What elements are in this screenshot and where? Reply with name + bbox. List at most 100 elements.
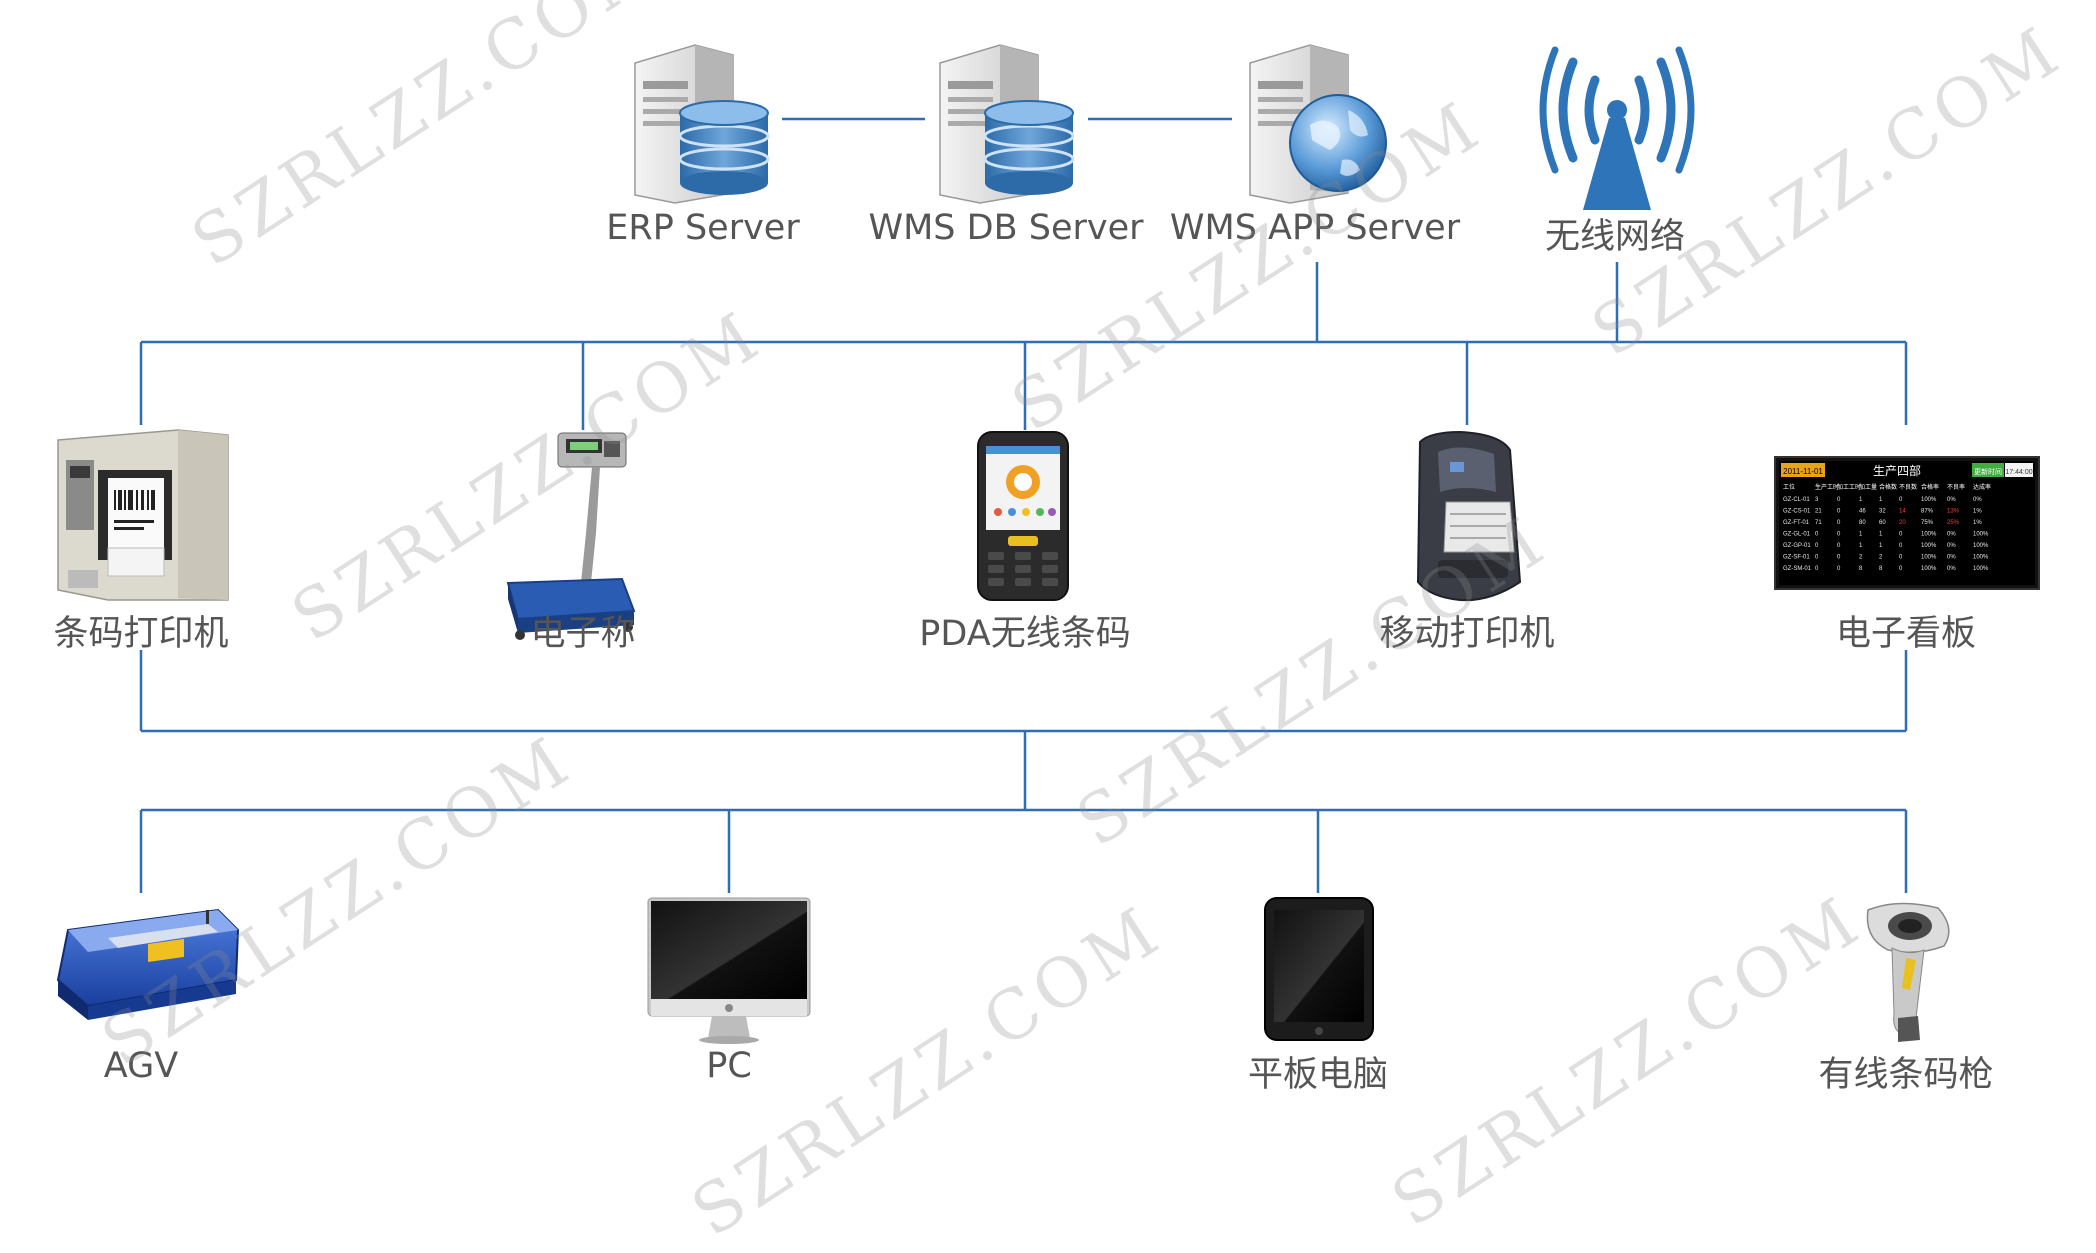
kanban-cell: 100% <box>1921 543 1937 549</box>
agv-label: AGV <box>103 1046 179 1086</box>
kanban-cell: 8 <box>1879 566 1883 572</box>
kanban-cell: 20 <box>1899 520 1906 526</box>
kanban-cell: 1 <box>1879 497 1883 503</box>
electronic-board-label: 电子看板 <box>1835 614 1977 654</box>
wireless-network-label: 无线网络 <box>1544 217 1686 257</box>
kanban-time: 17:44:00 <box>2005 469 2032 476</box>
kanban-cell: 0 <box>1899 555 1903 561</box>
agv-robot-icon <box>56 908 240 1020</box>
kanban-cell: 0 <box>1899 543 1903 549</box>
wms-app-server-icon <box>1249 44 1387 204</box>
kanban-cell: 0 <box>1815 566 1819 572</box>
kanban-cell: 1% <box>1973 520 1982 526</box>
kanban-cell: GZ-SF-01 <box>1783 555 1810 561</box>
kanban-cell: 0 <box>1899 532 1903 538</box>
kanban-cell: 1% <box>1973 509 1982 515</box>
kanban-cell: 8 <box>1859 566 1863 572</box>
kanban-header-cell: 加工量 <box>1859 483 1877 491</box>
kanban-cell: 100% <box>1973 532 1989 538</box>
kanban-header-cell: 合格率 <box>1921 483 1939 491</box>
barcode-printer-label: 条码打印机 <box>53 614 229 654</box>
kanban-header-cell: 工位 <box>1783 483 1795 491</box>
kanban-cell: 100% <box>1921 532 1937 538</box>
kanban-cell: 1 <box>1859 543 1863 549</box>
kanban-cell: 3 <box>1815 497 1819 503</box>
kanban-header-cell: 不良数 <box>1899 483 1917 491</box>
kanban-cell: 0 <box>1837 497 1841 503</box>
connection-lines <box>139 117 1908 893</box>
kanban-cell: 0% <box>1973 497 1982 503</box>
electronic-scale-icon <box>506 432 636 640</box>
mobile-printer-icon <box>1416 430 1522 602</box>
kanban-cell: 60 <box>1879 520 1886 526</box>
kanban-cell: 100% <box>1973 543 1989 549</box>
kanban-cell: 1 <box>1859 497 1863 503</box>
erp-server-label: ERP Server <box>606 208 800 248</box>
kanban-header-cell: 不良率 <box>1947 483 1965 491</box>
kanban-cell: 0 <box>1899 497 1903 503</box>
kanban-cell: GZ-FT-01 <box>1783 520 1810 526</box>
kanban-cell: 0 <box>1899 566 1903 572</box>
kanban-title: 生产四部 <box>1873 463 1921 478</box>
kanban-badge: 更新时间 <box>1974 467 2002 476</box>
kanban-cell: 0 <box>1837 566 1841 572</box>
erp-server-icon <box>634 44 770 204</box>
kanban-cell: GZ-CS-01 <box>1783 509 1811 515</box>
pda-label: PDA无线条码 <box>919 614 1131 654</box>
kanban-cell: 0% <box>1947 532 1956 538</box>
tablet-label: 平板电脑 <box>1247 1055 1389 1095</box>
kanban-cell: GZ-GP-01 <box>1783 543 1811 549</box>
kanban-cell: 87% <box>1921 509 1934 515</box>
kanban-cell: 2 <box>1879 555 1883 561</box>
kanban-cell: 0 <box>1837 520 1841 526</box>
kanban-cell: 100% <box>1921 555 1937 561</box>
kanban-header-cell: 合格数 <box>1879 483 1897 491</box>
wms-app-server-label: WMS APP Server <box>1169 208 1461 248</box>
kanban-cell: 0% <box>1947 555 1956 561</box>
kanban-cell: 21 <box>1815 509 1822 515</box>
barcode-scanner-icon <box>1866 902 1950 1042</box>
kanban-header-cell: 加工工时 <box>1837 483 1861 491</box>
kanban-cell: 0 <box>1837 555 1841 561</box>
kanban-cell: 32 <box>1879 509 1886 515</box>
kanban-cell: 80 <box>1859 520 1866 526</box>
kanban-cell: 0 <box>1815 543 1819 549</box>
kanban-cell: 46 <box>1859 509 1866 515</box>
kanban-cell: 100% <box>1973 566 1989 572</box>
kanban-cell: 0 <box>1837 509 1841 515</box>
network-diagram: 2011-11-01 生产四部 更新时间 17:44:00 工位 生产工时加工工时… <box>56 44 2040 1044</box>
kanban-cell: GZ-GL-01 <box>1783 532 1811 538</box>
kanban-cell: 1 <box>1879 543 1883 549</box>
kanban-date-badge <box>1781 463 1825 477</box>
wms-db-server-icon <box>939 44 1075 204</box>
kanban-cell: 1 <box>1859 532 1863 538</box>
barcode-scanner-label: 有线条码枪 <box>1818 1055 1994 1095</box>
kanban-cell: GZ-CL-01 <box>1783 497 1810 503</box>
electronic-scale-label: 电子称 <box>530 614 636 654</box>
kanban-cell: 0 <box>1837 532 1841 538</box>
barcode-printer-icon <box>57 429 229 601</box>
kanban-cell: 0 <box>1837 543 1841 549</box>
kanban-cell: GZ-SM-01 <box>1783 566 1812 572</box>
pc-monitor-icon <box>647 897 811 1044</box>
pda-handheld-icon <box>977 431 1069 601</box>
kanban-cell: 100% <box>1921 566 1937 572</box>
kanban-cell: 0% <box>1947 566 1956 572</box>
pc-label: PC <box>706 1046 752 1086</box>
kanban-cell: 100% <box>1973 555 1989 561</box>
wms-db-server-label: WMS DB Server <box>868 208 1144 248</box>
kanban-cell: 75% <box>1921 520 1934 526</box>
electronic-board-icon: 2011-11-01 生产四部 更新时间 17:44:00 工位 生产工时加工工时… <box>1774 456 2040 590</box>
kanban-cell: 13% <box>1947 509 1960 515</box>
kanban-cell: 71 <box>1815 520 1822 526</box>
mobile-printer-label: 移动打印机 <box>1379 614 1555 654</box>
kanban-date: 2011-11-01 <box>1783 467 1823 476</box>
kanban-cell: 14 <box>1899 509 1906 515</box>
kanban-header-cell: 生产工时 <box>1815 483 1839 491</box>
kanban-cell: 2 <box>1859 555 1863 561</box>
wireless-antenna-icon <box>1539 46 1695 210</box>
kanban-cell: 0 <box>1815 555 1819 561</box>
kanban-cell: 100% <box>1921 497 1937 503</box>
tablet-icon <box>1264 897 1374 1041</box>
